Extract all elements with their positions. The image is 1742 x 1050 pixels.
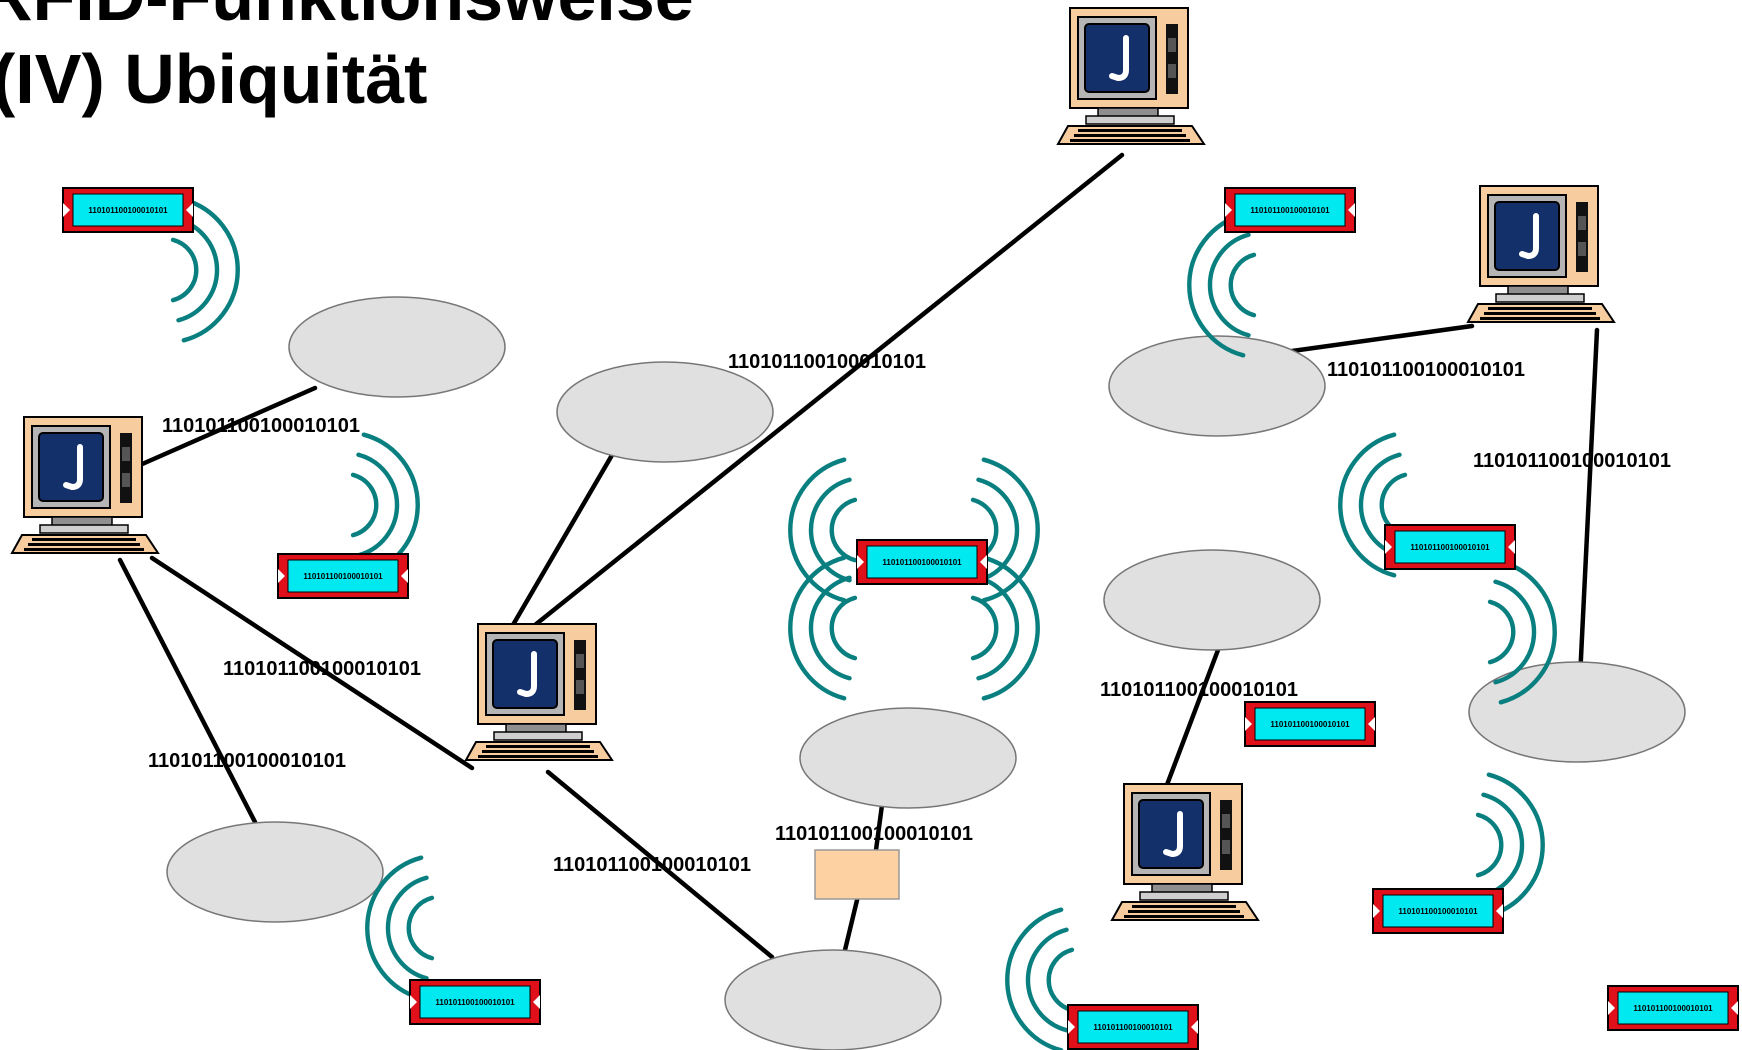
title-line-1: RFID-Funktionsweise [0,0,694,35]
link-label: 110101100100010101 [1327,359,1525,381]
tag-code: 110101100100010101 [303,572,383,581]
link-line [873,802,885,853]
tag-code: 110101100100010101 [1250,206,1330,215]
network-cloud [556,361,774,463]
computer-icon [1112,784,1258,920]
radio-wave-icon [1007,910,1072,1050]
rfid-tag-icon: 110101100100010101 [1067,1004,1199,1050]
network-cloud [724,949,942,1050]
link-line [1577,327,1600,681]
link-line [532,152,1125,628]
tag-code: 110101100100010101 [435,998,515,1007]
link-label: 110101100100010101 [1100,679,1298,701]
tag-code: 110101100100010101 [88,206,168,215]
link-line [137,385,318,468]
tag-code: 110101100100010101 [1633,1004,1713,1013]
relay-box [814,849,900,900]
computers [12,8,1614,920]
link-line [545,769,775,960]
link-label: 110101100100010101 [553,854,751,876]
link-labels: 110101100100010101 110101100100010101 11… [148,351,1671,876]
link-label: 110101100100010101 [223,658,421,680]
link-line [1282,323,1475,355]
rfid-tag-icon: 110101100100010101 [1224,187,1356,233]
link-line [117,557,258,825]
link-line [507,447,618,633]
rfid-tag-icon: 110101100100010101 [1244,701,1376,747]
rfid-tag-icon: 110101100100010101 [62,187,194,233]
tag-code: 110101100100010101 [1398,907,1478,916]
tag-code: 110101100100010101 [1410,543,1490,552]
connection-lines [117,152,1600,960]
rfid-tags: 110101100100010101 110101100100010101 11… [62,187,1739,1050]
network-cloud [799,707,1017,809]
network-cloud [288,296,506,398]
tag-code: 110101100100010101 [1093,1023,1173,1032]
title-line-2: (IV) Ubiquität [0,40,427,118]
rfid-tag-icon: 110101100100010101 [856,539,988,585]
network-cloud [166,821,384,923]
network-clouds [166,296,1686,1050]
tag-code: 110101100100010101 [882,558,962,567]
rfid-tag-icon: 110101100100010101 [1384,524,1516,570]
computer-icon [1468,186,1614,322]
radio-wave-icon [1189,215,1254,356]
link-label: 110101100100010101 [148,750,346,772]
tag-code: 110101100100010101 [1270,720,1350,729]
rfid-tag-icon: 110101100100010101 [277,553,409,599]
network-cloud [1103,549,1321,651]
rfid-tag-icon: 110101100100010101 [1372,888,1504,934]
radio-wave-icon [790,558,855,699]
link-label: 110101100100010101 [1473,450,1671,472]
link-label: 110101100100010101 [728,351,926,373]
link-label: 110101100100010101 [162,415,360,437]
rfid-tag-icon: 110101100100010101 [1607,985,1739,1031]
link-line [1162,647,1221,793]
computer-icon [12,417,158,553]
network-cloud [1468,661,1686,763]
link-line [149,555,475,771]
rfid-tag-icon: 110101100100010101 [409,979,541,1025]
computer-icon [1058,8,1204,144]
link-label: 110101100100010101 [775,823,973,845]
slide-title: RFID-Funktionsweise (IV) Ubiquität [0,0,694,118]
network-cloud [1108,335,1326,437]
computer-icon [466,624,612,760]
link-line [842,893,861,953]
